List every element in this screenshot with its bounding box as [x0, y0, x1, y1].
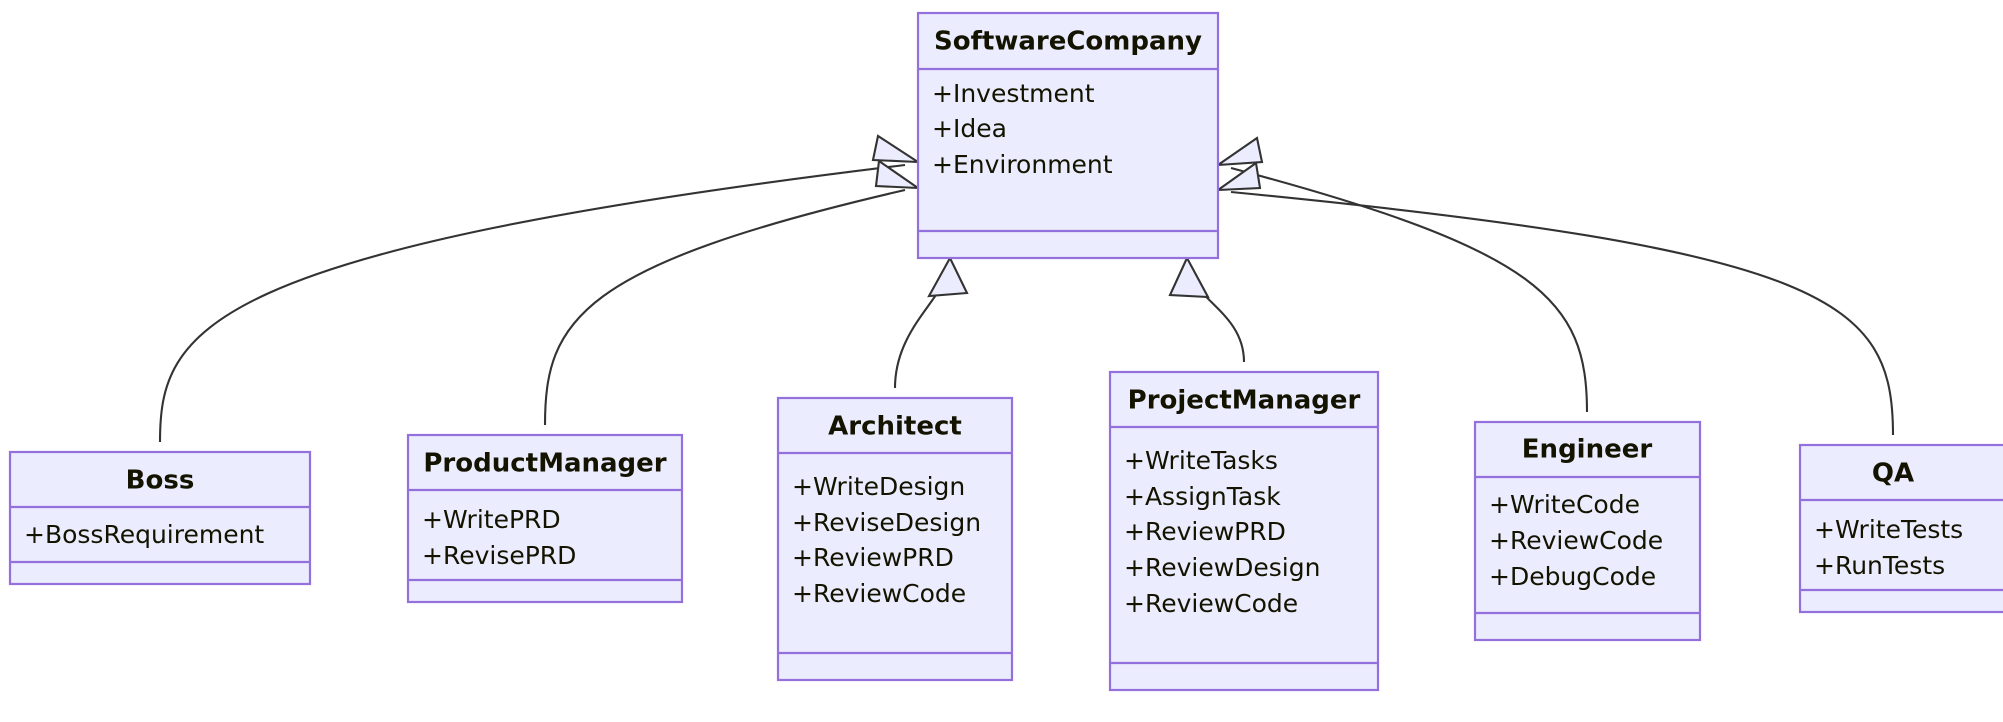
- edge-line: [1230, 166, 1589, 413]
- class-box-outline: [1473, 420, 1702, 642]
- edge-qa-to-softwarecompany: [1214, 161, 1895, 436]
- class-attribute: +ReviewCode: [1489, 526, 1663, 555]
- class-box-software-company[interactable]: SoftwareCompany +Investment +Idea +Envir…: [916, 11, 1220, 260]
- class-attribute: +WriteTasks: [1124, 446, 1278, 475]
- class-attribute: +WriteTests: [1814, 515, 1963, 544]
- class-attribute: +ReviewCode: [792, 579, 966, 608]
- class-name-label: SoftwareCompany: [934, 27, 1202, 57]
- class-attribute: +ReviewPRD: [792, 543, 954, 572]
- edge-line: [543, 188, 906, 426]
- class-name-label: ProductManager: [423, 449, 666, 479]
- class-attribute: +RunTests: [1814, 551, 1945, 580]
- class-name-label: Engineer: [1522, 435, 1653, 465]
- class-attribute: +ReviseDesign: [792, 508, 981, 537]
- class-box-outline: [1108, 370, 1380, 692]
- edge-architect-to-softwarecompany: [893, 255, 969, 389]
- class-attribute: +BossRequirement: [24, 520, 264, 549]
- inheritance-arrowhead-icon: [927, 255, 969, 298]
- class-name-label: Architect: [828, 412, 962, 442]
- edge-line: [158, 163, 906, 443]
- class-attribute: +RevisePRD: [422, 541, 576, 570]
- class-box-product-manager[interactable]: ProductManager +WritePRD +RevisePRD: [406, 433, 684, 604]
- inheritance-arrowhead-icon: [1214, 161, 1262, 192]
- class-attribute: +ReviewCode: [1124, 589, 1298, 618]
- edge-boss-to-softwarecompany: [158, 134, 922, 443]
- class-box-engineer[interactable]: Engineer +WriteCode +ReviewCode +DebugCo…: [1473, 420, 1702, 642]
- class-box-boss[interactable]: Boss +BossRequirement: [8, 450, 312, 586]
- inheritance-arrowhead-icon: [871, 134, 922, 164]
- edge-productmanager-to-softwarecompany: [543, 159, 922, 426]
- class-attribute: +Environment: [932, 150, 1113, 179]
- class-box-architect[interactable]: Architect +WriteDesign +ReviseDesign +Re…: [776, 396, 1014, 682]
- class-name-label: QA: [1872, 459, 1914, 489]
- class-attribute: +ReviewPRD: [1124, 517, 1286, 546]
- class-attribute: +Idea: [932, 114, 1007, 143]
- class-name-label: ProjectManager: [1128, 386, 1361, 416]
- class-box-project-manager[interactable]: ProjectManager +WriteTasks +AssignTask +…: [1108, 370, 1380, 692]
- edge-engineer-to-softwarecompany: [1214, 136, 1589, 413]
- class-attribute: +WritePRD: [422, 505, 561, 534]
- class-attribute: +DebugCode: [1489, 562, 1656, 591]
- inheritance-arrowhead-icon: [874, 159, 922, 190]
- class-box-outline: [406, 433, 684, 604]
- class-attribute: +WriteDesign: [792, 472, 965, 501]
- class-name-label: Boss: [126, 466, 195, 496]
- class-attribute: +WriteCode: [1489, 490, 1640, 519]
- class-box-outline: [1798, 443, 2003, 614]
- class-box-qa[interactable]: QA +WriteTests +RunTests: [1798, 443, 2003, 614]
- inheritance-arrowhead-icon: [1214, 136, 1264, 167]
- class-attribute: +Investment: [932, 79, 1095, 108]
- class-box-outline: [916, 11, 1220, 260]
- edge-line: [1230, 190, 1895, 436]
- class-box-outline: [776, 396, 1014, 682]
- relationship-edges: [158, 134, 1895, 443]
- class-attribute: +ReviewDesign: [1124, 553, 1320, 582]
- edge-projectmanager-to-softwarecompany: [1168, 255, 1246, 363]
- class-attribute: +AssignTask: [1124, 482, 1281, 511]
- inheritance-arrowhead-icon: [1168, 255, 1210, 299]
